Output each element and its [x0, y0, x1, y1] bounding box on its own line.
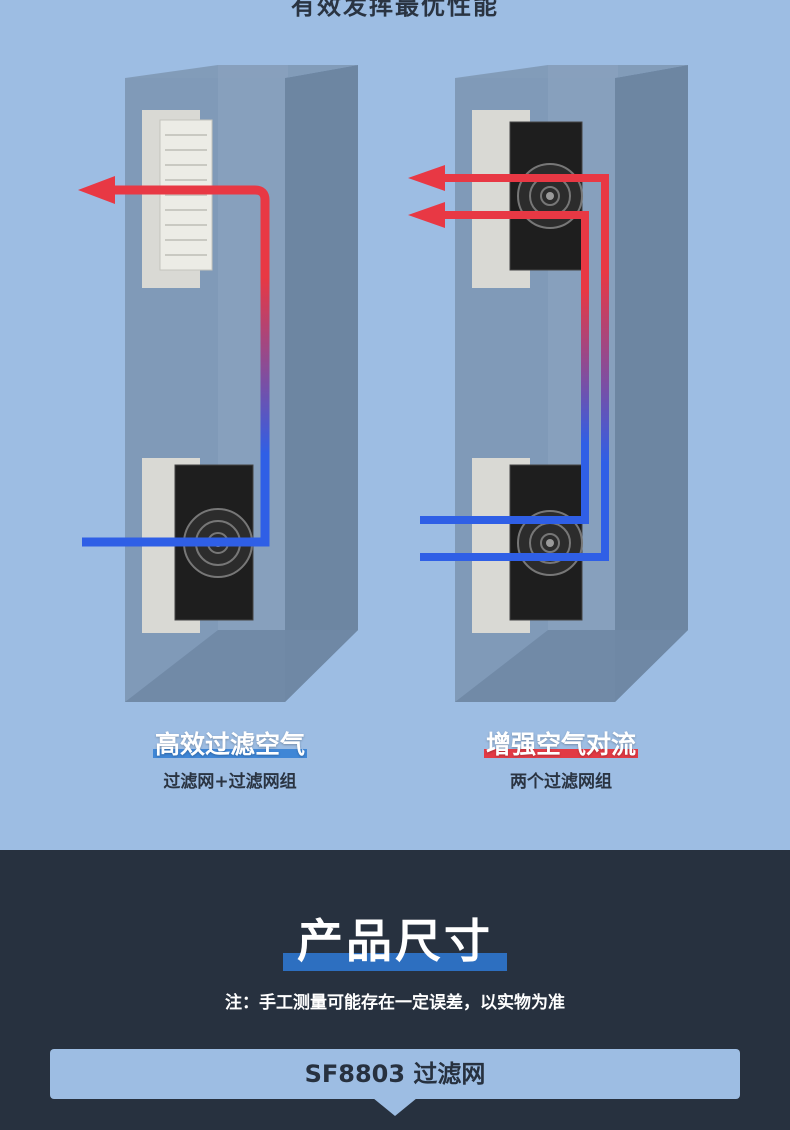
cabinet-side — [615, 65, 688, 702]
arrow-head-icon — [408, 165, 445, 191]
cold-air-inlet — [420, 553, 510, 561]
cold-air-inlet — [420, 516, 510, 524]
cabinet-floor — [455, 630, 688, 702]
right-caption-title: 增强空气对流 — [485, 730, 636, 759]
model-label-bar: SF8803 过滤网 — [50, 1049, 740, 1099]
fan-unit-icon — [472, 458, 583, 633]
cold-air-inlet — [82, 537, 192, 547]
caption-underline — [483, 749, 638, 758]
airflow-section: 有效发挥最优性能 — [0, 0, 790, 850]
left-caption-title: 高效过滤空气 — [154, 730, 305, 759]
left-caption-subtitle: 过滤网+过滤网组 — [163, 772, 297, 792]
size-section-heading: 产品尺寸 — [0, 905, 790, 971]
right-caption-subtitle: 两个过滤网组 — [510, 772, 612, 792]
arrow-head-icon — [408, 202, 445, 228]
measurement-note: 注：手工测量可能存在一定误差，以实物为准 — [225, 993, 565, 1013]
caption-underline — [152, 749, 307, 758]
heading-highlight — [283, 953, 507, 971]
left-cabinet-diagram — [78, 65, 358, 702]
cabinet-side — [285, 65, 358, 702]
left-caption: 高效过滤空气 过滤网+过滤网组 — [110, 725, 350, 792]
right-caption: 增强空气对流 两个过滤网组 — [441, 725, 681, 792]
filter-grille-icon — [142, 110, 213, 288]
airflow-arrow-path — [82, 185, 270, 547]
arrow-head-icon — [78, 176, 115, 204]
section-heading: 有效发挥最优性能 — [291, 0, 499, 20]
right-cabinet-diagram — [408, 65, 688, 702]
cabinet-floor — [125, 630, 358, 702]
airflow-arrow-path — [420, 174, 609, 561]
down-pointer-icon — [373, 1098, 417, 1116]
fan-unit-icon — [472, 110, 583, 288]
size-section-title: 产品尺寸 — [297, 914, 493, 968]
